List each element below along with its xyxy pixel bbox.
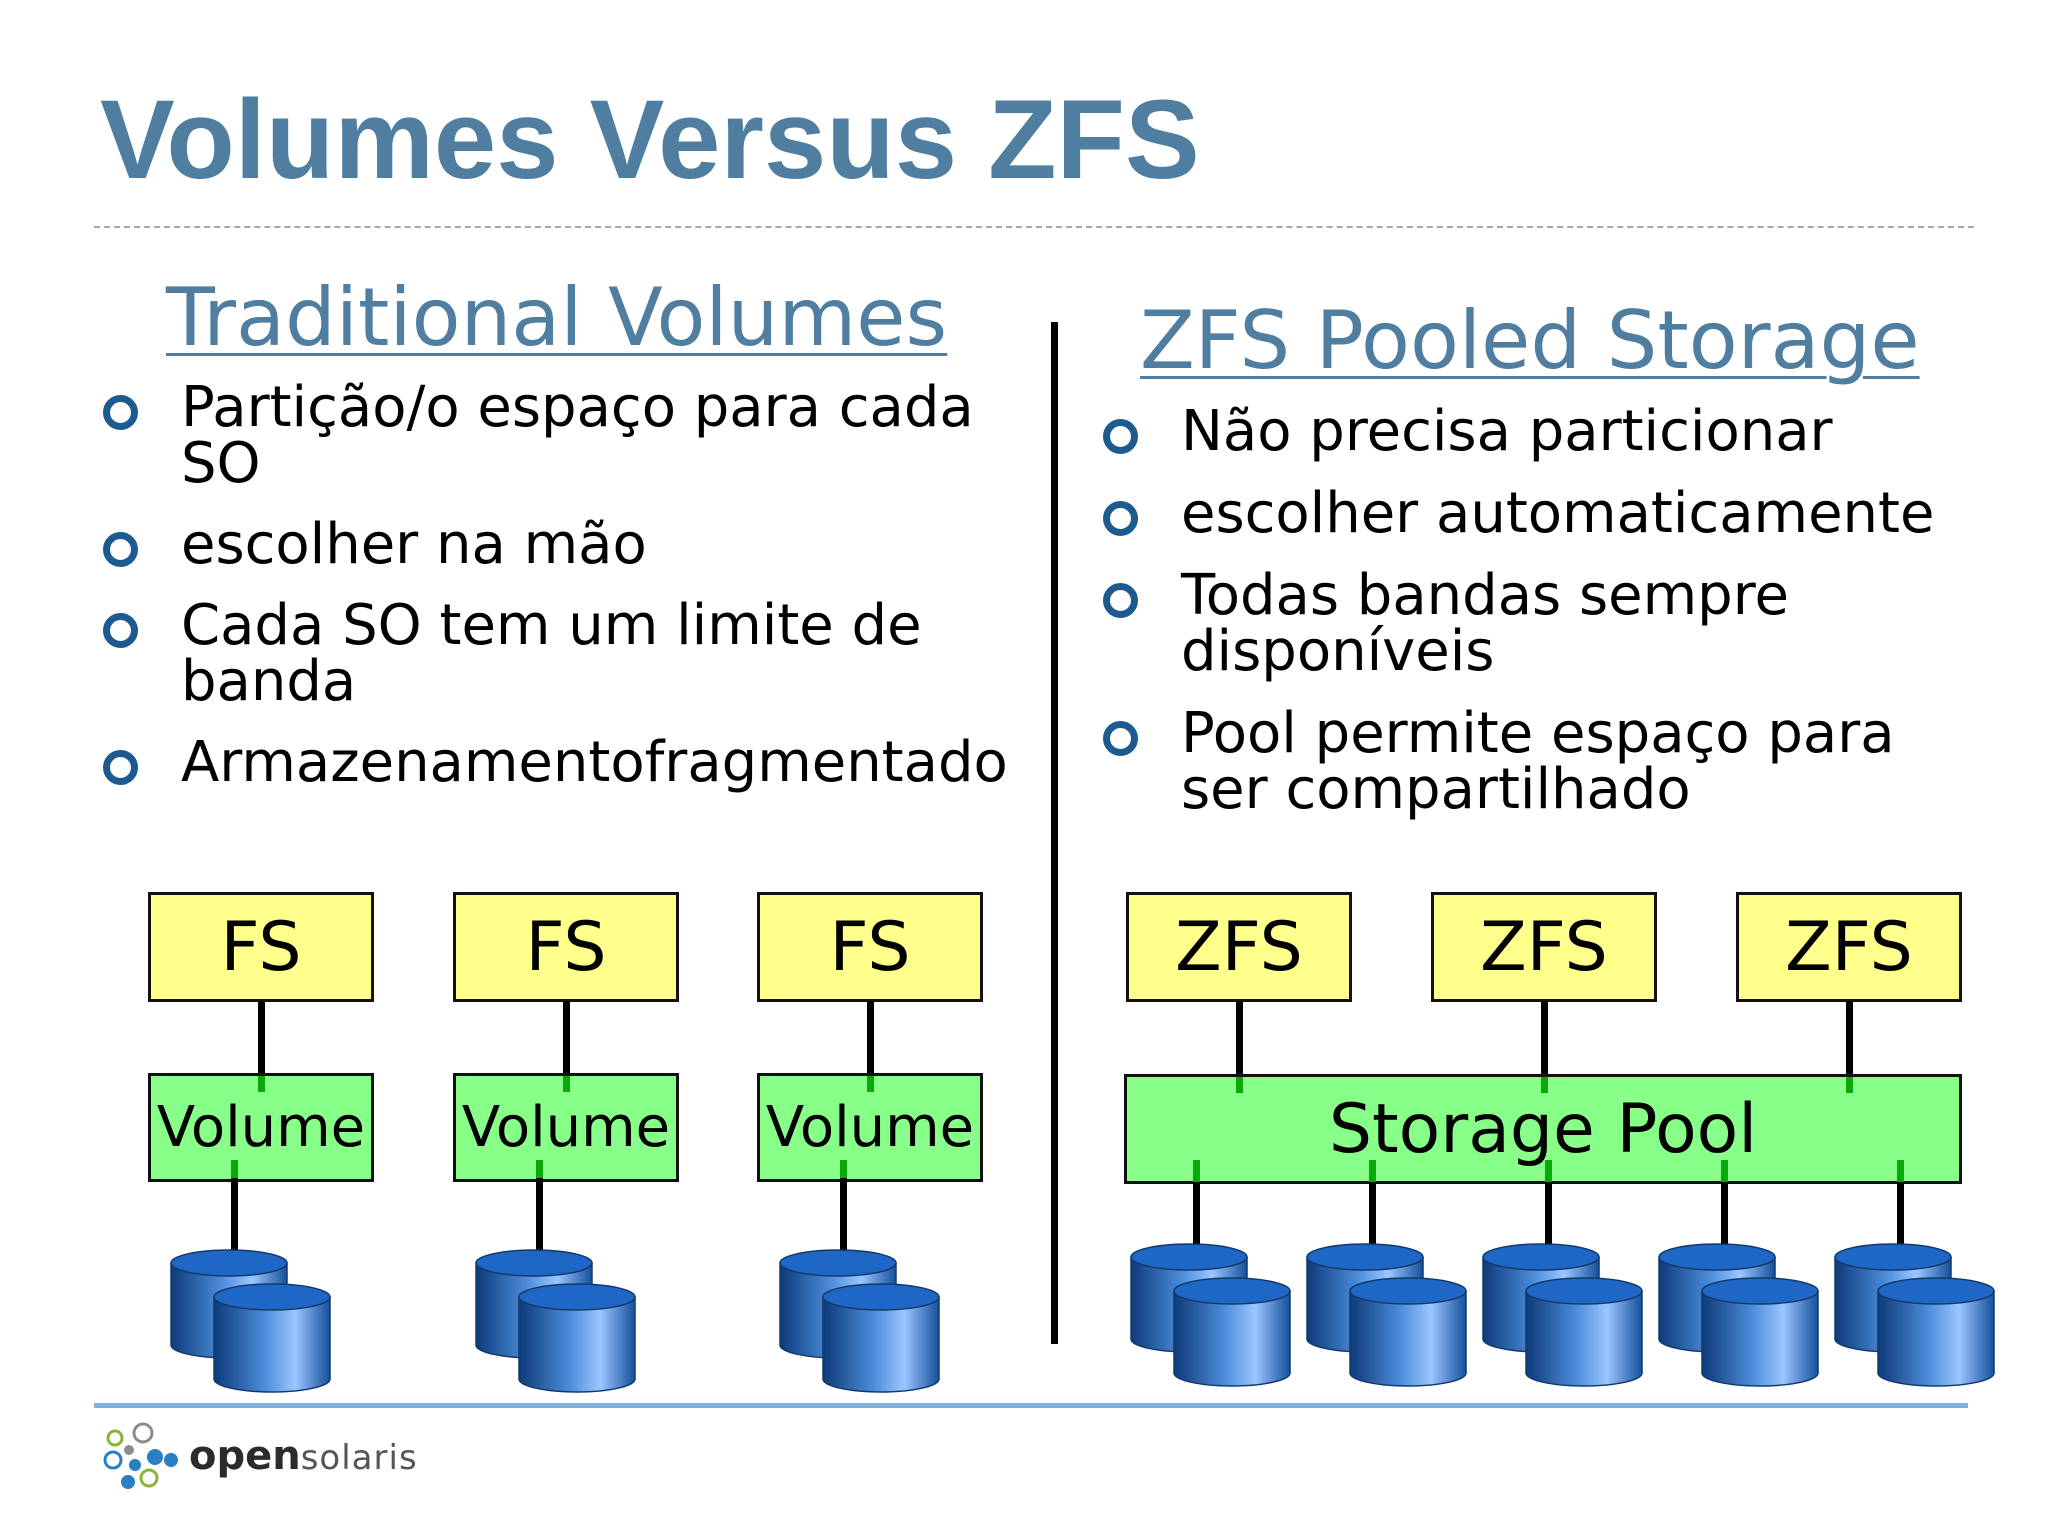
bullet-ring-icon (103, 613, 138, 648)
zfs-pooled-storage-heading: ZFS Pooled Storage (1140, 294, 1920, 387)
bullet-text: disponíveis (1181, 619, 1495, 684)
zfs-box: ZFS (1736, 892, 1962, 1002)
bullet-ring-icon (103, 532, 138, 567)
bullet-text: Todas bandas sempre (1181, 563, 1789, 628)
connector-tick (1541, 1077, 1548, 1093)
connector-line (1897, 1160, 1904, 1255)
bullet-text: SO (181, 431, 261, 496)
zfs-box: ZFS (1431, 892, 1657, 1002)
connector-line (867, 1001, 874, 1073)
connector-line (1193, 1160, 1200, 1255)
connector-tick (563, 1076, 570, 1092)
connector-line (840, 1160, 847, 1260)
disk-pair-icon (1305, 1242, 1469, 1392)
fs-box: FS (148, 892, 374, 1002)
bullet-ring-icon (1103, 419, 1138, 454)
fs-box: FS (757, 892, 983, 1002)
title-divider (94, 226, 1974, 228)
connector-line (231, 1160, 238, 1260)
connector-line (258, 1001, 265, 1073)
connector-line (1369, 1160, 1376, 1255)
footer-divider (94, 1403, 1968, 1408)
slide-title: Volumes Versus ZFS (100, 77, 1200, 202)
zfs-box: ZFS (1126, 892, 1352, 1002)
connector-tick (231, 1160, 238, 1178)
bullet-text: Pool permite espaço para (1181, 701, 1895, 766)
connector-tick (536, 1160, 543, 1178)
bullet-ring-icon (103, 750, 138, 785)
connector-line (536, 1160, 543, 1260)
bullet-ring-icon (1103, 501, 1138, 536)
connector-line (1236, 1001, 1243, 1075)
bullet-ring-icon (1103, 583, 1138, 618)
volume-box: Volume (757, 1073, 983, 1182)
connector-line (1541, 1001, 1548, 1075)
disk-pair-icon (778, 1248, 942, 1398)
bullet-text: escolher na mão (181, 512, 647, 577)
connector-line (563, 1001, 570, 1073)
logo-word-solaris: solaris (300, 1438, 418, 1478)
bullet-ring-icon (1103, 721, 1138, 756)
opensolaris-logo: opensolaris (103, 1420, 417, 1494)
connector-tick (867, 1076, 874, 1092)
bullet-text: Cada SO tem um limite de (181, 593, 922, 658)
fs-box: FS (453, 892, 679, 1002)
disk-pair-icon (169, 1248, 333, 1398)
disk-pair-icon (1129, 1242, 1293, 1392)
traditional-volumes-heading: Traditional Volumes (166, 271, 948, 364)
connector-line (1721, 1160, 1728, 1255)
logo-word-open: open (189, 1433, 301, 1479)
disk-pair-icon (474, 1248, 638, 1398)
connector-tick (1846, 1077, 1853, 1093)
connector-tick (1721, 1160, 1728, 1182)
bullet-text: Partição/o espaço para cada (181, 375, 974, 440)
disk-pair-icon (1833, 1242, 1997, 1392)
bullet-text: ser compartilhado (1181, 757, 1691, 822)
opensolaris-wordmark: opensolaris (189, 1432, 418, 1482)
bullet-text: Armazenamentofragmentado (181, 730, 1008, 795)
connector-tick (840, 1160, 847, 1178)
bullet-text: escolher automaticamente (1181, 481, 1935, 546)
connector-tick (1897, 1160, 1904, 1182)
column-divider (1051, 322, 1058, 1344)
opensolaris-bubbles-icon (103, 1422, 178, 1489)
bullet-text: Não precisa particionar (1181, 399, 1833, 464)
connector-line (1846, 1001, 1853, 1075)
connector-tick (1545, 1160, 1552, 1182)
connector-tick (1193, 1160, 1200, 1182)
disk-pair-icon (1481, 1242, 1645, 1392)
connector-line (1545, 1160, 1552, 1255)
bullet-text: banda (181, 649, 357, 714)
bullet-ring-icon (103, 395, 138, 430)
connector-tick (1236, 1077, 1243, 1093)
connector-tick (1369, 1160, 1376, 1182)
connector-tick (258, 1076, 265, 1092)
disk-pair-icon (1657, 1242, 1821, 1392)
